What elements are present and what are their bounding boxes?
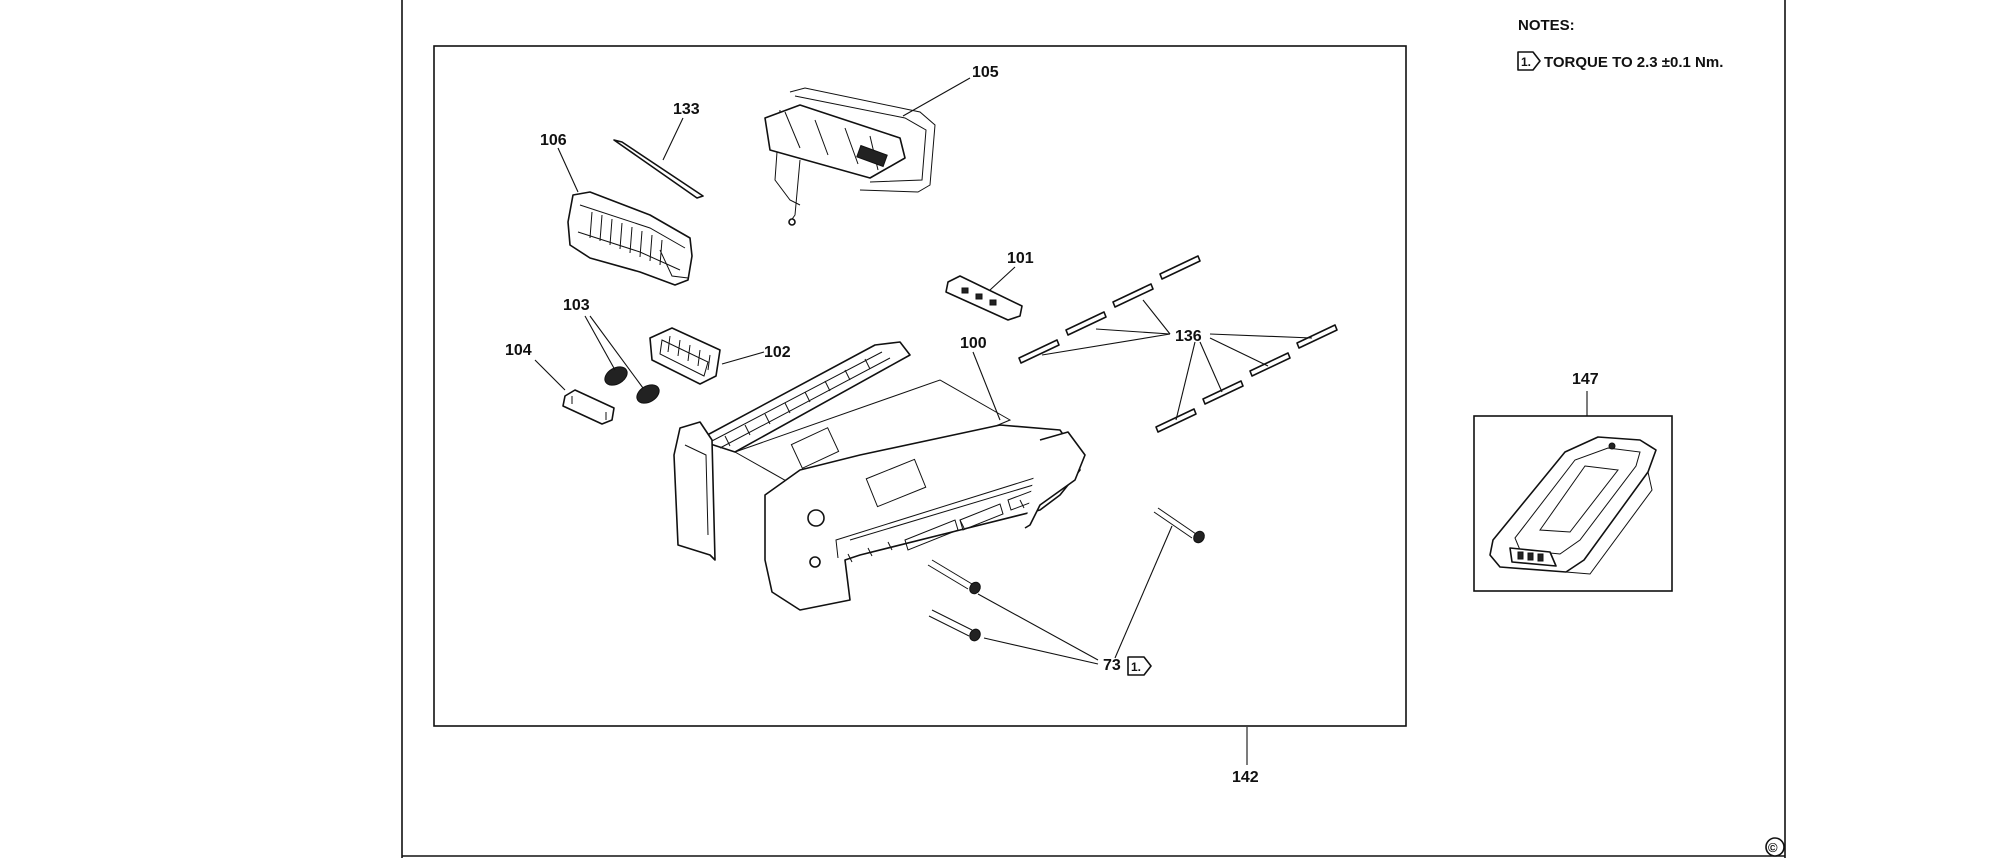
part-label-104: 104 xyxy=(505,342,532,359)
part-102-vent xyxy=(649,327,721,385)
assembly-142-frame xyxy=(433,45,1407,727)
part-105-terminal-block xyxy=(764,87,936,226)
part-103-springs xyxy=(604,366,660,404)
leader-106 xyxy=(557,147,579,193)
screw-2 xyxy=(927,559,981,595)
leaders-103 xyxy=(584,315,644,389)
note-1-marker: 1. xyxy=(1521,55,1531,69)
part-label-136: 136 xyxy=(1175,328,1202,345)
part-106-grip xyxy=(567,191,693,286)
part-label-105: 105 xyxy=(972,64,999,81)
part-101-pcb xyxy=(945,275,1023,321)
part-label-103: 103 xyxy=(563,297,590,314)
screw-1 xyxy=(1153,507,1205,544)
part-label-101: 101 xyxy=(1007,250,1034,267)
part-73-screws xyxy=(927,507,1205,642)
part-label-100: 100 xyxy=(960,335,987,352)
leaders-73 xyxy=(977,525,1173,665)
part-136-strips xyxy=(1018,255,1338,433)
part-label-133: 133 xyxy=(673,101,700,118)
leader-100 xyxy=(972,351,1001,421)
leaders-136 xyxy=(1041,299,1313,421)
part-label-106: 106 xyxy=(540,132,567,149)
note-1: 1. TORQUE TO 2.3 ±0.1 Nm. xyxy=(1517,51,1723,71)
part-104-clip xyxy=(562,389,615,425)
leader-102 xyxy=(721,351,765,365)
leader-101 xyxy=(989,266,1016,291)
leader-105 xyxy=(902,77,971,117)
notes-heading: NOTES: xyxy=(1518,17,1575,34)
note-flag-73: 1. xyxy=(1127,656,1152,676)
part-133-label xyxy=(613,139,704,199)
note-1-flag xyxy=(1517,51,1541,71)
part-100-housing xyxy=(673,341,1086,611)
part-label-73: 73 xyxy=(1103,657,1121,674)
screw-3 xyxy=(928,609,981,642)
part-label-102: 102 xyxy=(764,344,791,361)
leader-133 xyxy=(662,117,684,161)
part-147-battery xyxy=(1489,436,1657,575)
note-1-text: TORQUE TO 2.3 ±0.1 Nm. xyxy=(1544,54,1723,71)
part-label-142: 142 xyxy=(1232,769,1259,786)
part-147-frame xyxy=(1473,415,1673,592)
part-label-147: 147 xyxy=(1572,371,1599,388)
leader-104 xyxy=(534,359,566,391)
note-flag-73-text: 1. xyxy=(1131,660,1141,674)
copyright-symbol: © xyxy=(1768,840,1778,855)
copyright-mark: © xyxy=(1765,837,1785,857)
